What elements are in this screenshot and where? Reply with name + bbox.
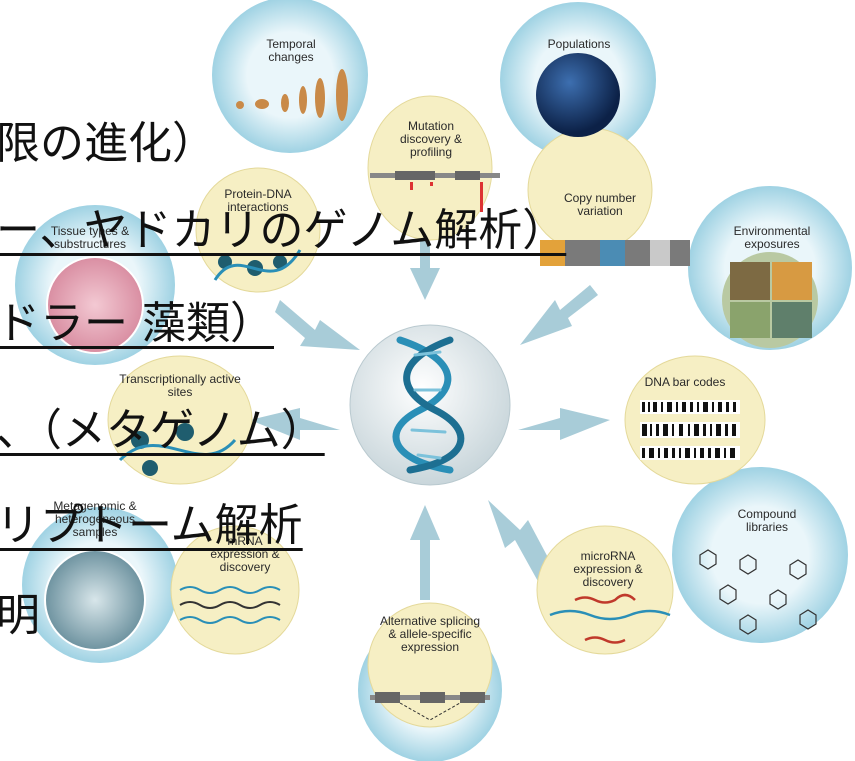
dna-double-helix-icon	[392, 336, 465, 474]
protein-binding-icon	[213, 249, 302, 281]
label-compound-libraries: Compound libraries	[737, 507, 797, 534]
bubbles	[107, 95, 766, 728]
overlay-line-6: 明	[0, 590, 40, 641]
microrna-icon	[549, 593, 671, 644]
environment-photos-icon	[722, 252, 818, 348]
barcode-icon	[640, 400, 740, 460]
fish-development-icon	[236, 69, 348, 121]
label-copy-number: Copy number variation	[563, 191, 637, 218]
label-environmental-exposures: Environmental exposures	[733, 224, 811, 251]
overlay-line-3: ドラー 藻類）	[0, 298, 274, 349]
label-transcriptional-sites: Transcriptionally active sites	[119, 372, 241, 399]
chemical-structures-icon	[699, 549, 817, 635]
overlay-line-4: 、（メタゲノム）	[0, 405, 325, 456]
copy-number-bars-icon	[540, 240, 690, 266]
mutation-track-icon	[370, 171, 500, 212]
overlay-line-1: 限の進化）	[0, 118, 216, 169]
label-metagenomic: Metagenomic & heterogeneous samples	[53, 499, 137, 539]
tissue-micrograph-icon	[46, 256, 144, 354]
transcript-waves-icon	[179, 586, 281, 624]
label-mutation-discovery: Mutation discovery & profiling	[399, 119, 463, 159]
plant-cross-section-icon	[44, 549, 146, 651]
arrows	[250, 220, 610, 600]
globe-icon	[536, 53, 620, 137]
label-tissue-types: Tissue types & substructures	[50, 224, 130, 251]
label-microrna-expression: microRNA expression & discovery	[573, 549, 643, 589]
label-alternative-splicing: Alternative splicing & allele-specific e…	[379, 614, 481, 654]
overlay-line-5: リプトーム解析	[0, 500, 303, 551]
label-dna-bar-codes: DNA bar codes	[644, 375, 726, 389]
label-mrna-expression: mRNA expression & discovery	[210, 534, 280, 574]
overlay-line-2: ー、ヤドカリのゲノム解析）	[0, 205, 567, 256]
splicing-track-icon	[370, 692, 490, 721]
label-protein-dna: Protein-DNA interactions	[224, 187, 292, 214]
transcription-complex-icon	[118, 423, 237, 476]
label-populations: Populations	[547, 37, 611, 51]
label-temporal-changes: Temporal changes	[266, 37, 316, 64]
